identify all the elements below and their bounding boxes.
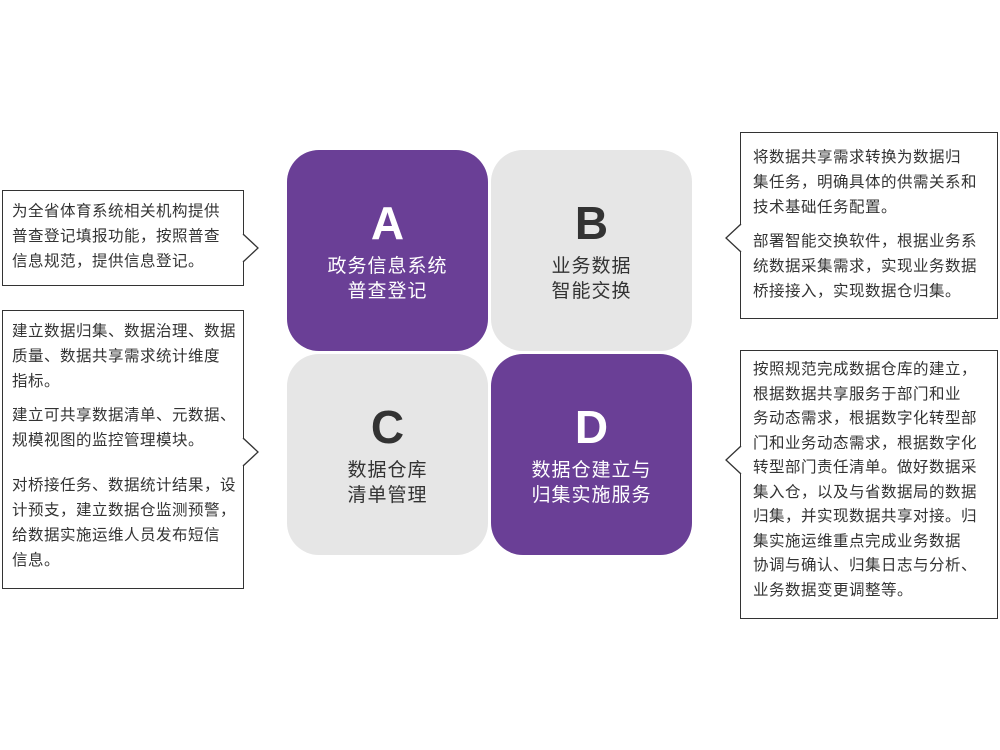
callout-text-line: 部署智能交换软件，根据业务系 [753, 232, 978, 250]
quadrant-title-line: 数据仓库 [347, 458, 428, 481]
quadrant-letter: B [574, 196, 609, 249]
quadrant-title-line: 归集实施服务 [531, 483, 652, 506]
callout-text-line: 集实施运维重点完成业务数据 [753, 531, 962, 550]
callout-text-line: 给数据实施运维人员发布短信 [12, 526, 221, 544]
quadrant-d: D 数据仓建立与 归集实施服务 [491, 354, 692, 555]
callout-paragraph: 按照规范完成数据仓库的建立， 根据数据共享服务于部门和业务动态需求，根据数字化转型… [753, 357, 997, 602]
callout-text-line: 对桥接任务、数据统计结果，设 [12, 476, 237, 494]
quadrant-title-line: 普查登记 [347, 279, 428, 302]
callout-text-line: 信息。 [12, 551, 61, 569]
callout-paragraph: 为全省体育系统相关机构提供普查登记填报功能，按照普查信息规范，提供信息登记。 [12, 199, 243, 274]
callout-text-line: 建立数据归集、数据治理、数据 [12, 322, 237, 340]
callout-c: 建立数据归集、数据治理、数据质量、数据共享需求统计维度指标。建立可共享数据清单、… [2, 310, 244, 589]
callout-pointer-a [242, 233, 259, 263]
callout-text-line: 根据数据共享服务于部门和业 [753, 384, 962, 403]
callout-text-line: 集入仓，以及与省数据局的数据 [753, 482, 978, 501]
callout-text-line: 信息规范，提供信息登记。 [12, 252, 205, 270]
callout-text-line: 门和业务动态需求，根据数字化 [753, 433, 978, 452]
callout-text-line: 为全省体育系统相关机构提供 [12, 202, 221, 220]
quadrant-b: B 业务数据 智能交换 [491, 150, 692, 351]
callout-text-line: 计预支，建立数据仓监测预警， [12, 501, 237, 519]
quadrant-title-line: 智能交换 [551, 279, 632, 302]
callout-text-line: 将数据共享需求转换为数据归 [753, 148, 962, 166]
callout-text-line: 建立可共享数据清单、元数据、 [12, 406, 237, 424]
callout-b: 将数据共享需求转换为数据归集任务，明确具体的供需关系和技术基础任务配置。部署智能… [740, 132, 998, 319]
callout-text-line: 转型部门责任清单。做好数据采 [753, 458, 978, 476]
callout-text-line: 业务数据变更调整等。 [753, 580, 914, 599]
callout-text-line: 统数据采集需求，实现业务数据 [753, 257, 978, 275]
callout-text-line: 归集，并实现数据共享对接。归 [753, 507, 978, 525]
callout-text-line: 指标。 [12, 372, 61, 390]
quadrant-a: A 政务信息系统 普查登记 [287, 150, 488, 351]
quadrant-c: C 数据仓库 清单管理 [287, 354, 488, 555]
quadrant-title-line: 业务数据 [551, 254, 632, 277]
quadrant-letter: A [370, 196, 405, 249]
callout-paragraph: 将数据共享需求转换为数据归集任务，明确具体的供需关系和技术基础任务配置。 [753, 145, 997, 220]
quadrant-title-line: 清单管理 [347, 483, 428, 506]
callout-text-line: 集任务，明确具体的供需关系和 [753, 173, 978, 191]
callout-pointer-c [242, 437, 259, 467]
callout-text-line: 桥接接入，实现数据仓归集。 [753, 282, 962, 300]
callout-paragraph: 对桥接任务、数据统计结果，设计预支，建立数据仓监测预警， 给数据实施运维人员发布短… [12, 473, 243, 573]
callout-d: 按照规范完成数据仓库的建立， 根据数据共享服务于部门和业务动态需求，根据数字化转型… [740, 350, 998, 619]
callout-pointer-b [725, 223, 742, 253]
quadrant-letter: D [574, 400, 609, 453]
quadrant-title-line: 政务信息系统 [327, 254, 448, 277]
callout-paragraph: 部署智能交换软件，根据业务系统数据采集需求，实现业务数据桥接接入，实现数据仓归集… [753, 229, 997, 304]
callout-paragraph: 建立数据归集、数据治理、数据质量、数据共享需求统计维度指标。 [12, 319, 243, 394]
callout-paragraph: 建立可共享数据清单、元数据、规模视图的监控管理模块。 [12, 403, 243, 453]
callout-text-line: 务动态需求，根据数字化转型部 [753, 409, 978, 427]
quadrant-letter: C [370, 400, 405, 453]
callout-text-line: 普查登记填报功能，按照普查 [12, 227, 221, 245]
callout-pointer-d [725, 445, 742, 475]
callout-text-line: 按照规范完成数据仓库的建立， [753, 360, 978, 378]
callout-text-line: 规模视图的监控管理模块。 [12, 431, 205, 449]
callout-text-line: 质量、数据共享需求统计维度 [12, 347, 221, 365]
callout-text-line: 协调与确认、归集日志与分析、 [753, 556, 978, 574]
quadrant-title-line: 数据仓建立与 [531, 458, 652, 481]
callout-text-line: 技术基础任务配置。 [753, 198, 898, 216]
callout-a: 为全省体育系统相关机构提供普查登记填报功能，按照普查信息规范，提供信息登记。 [2, 190, 244, 286]
